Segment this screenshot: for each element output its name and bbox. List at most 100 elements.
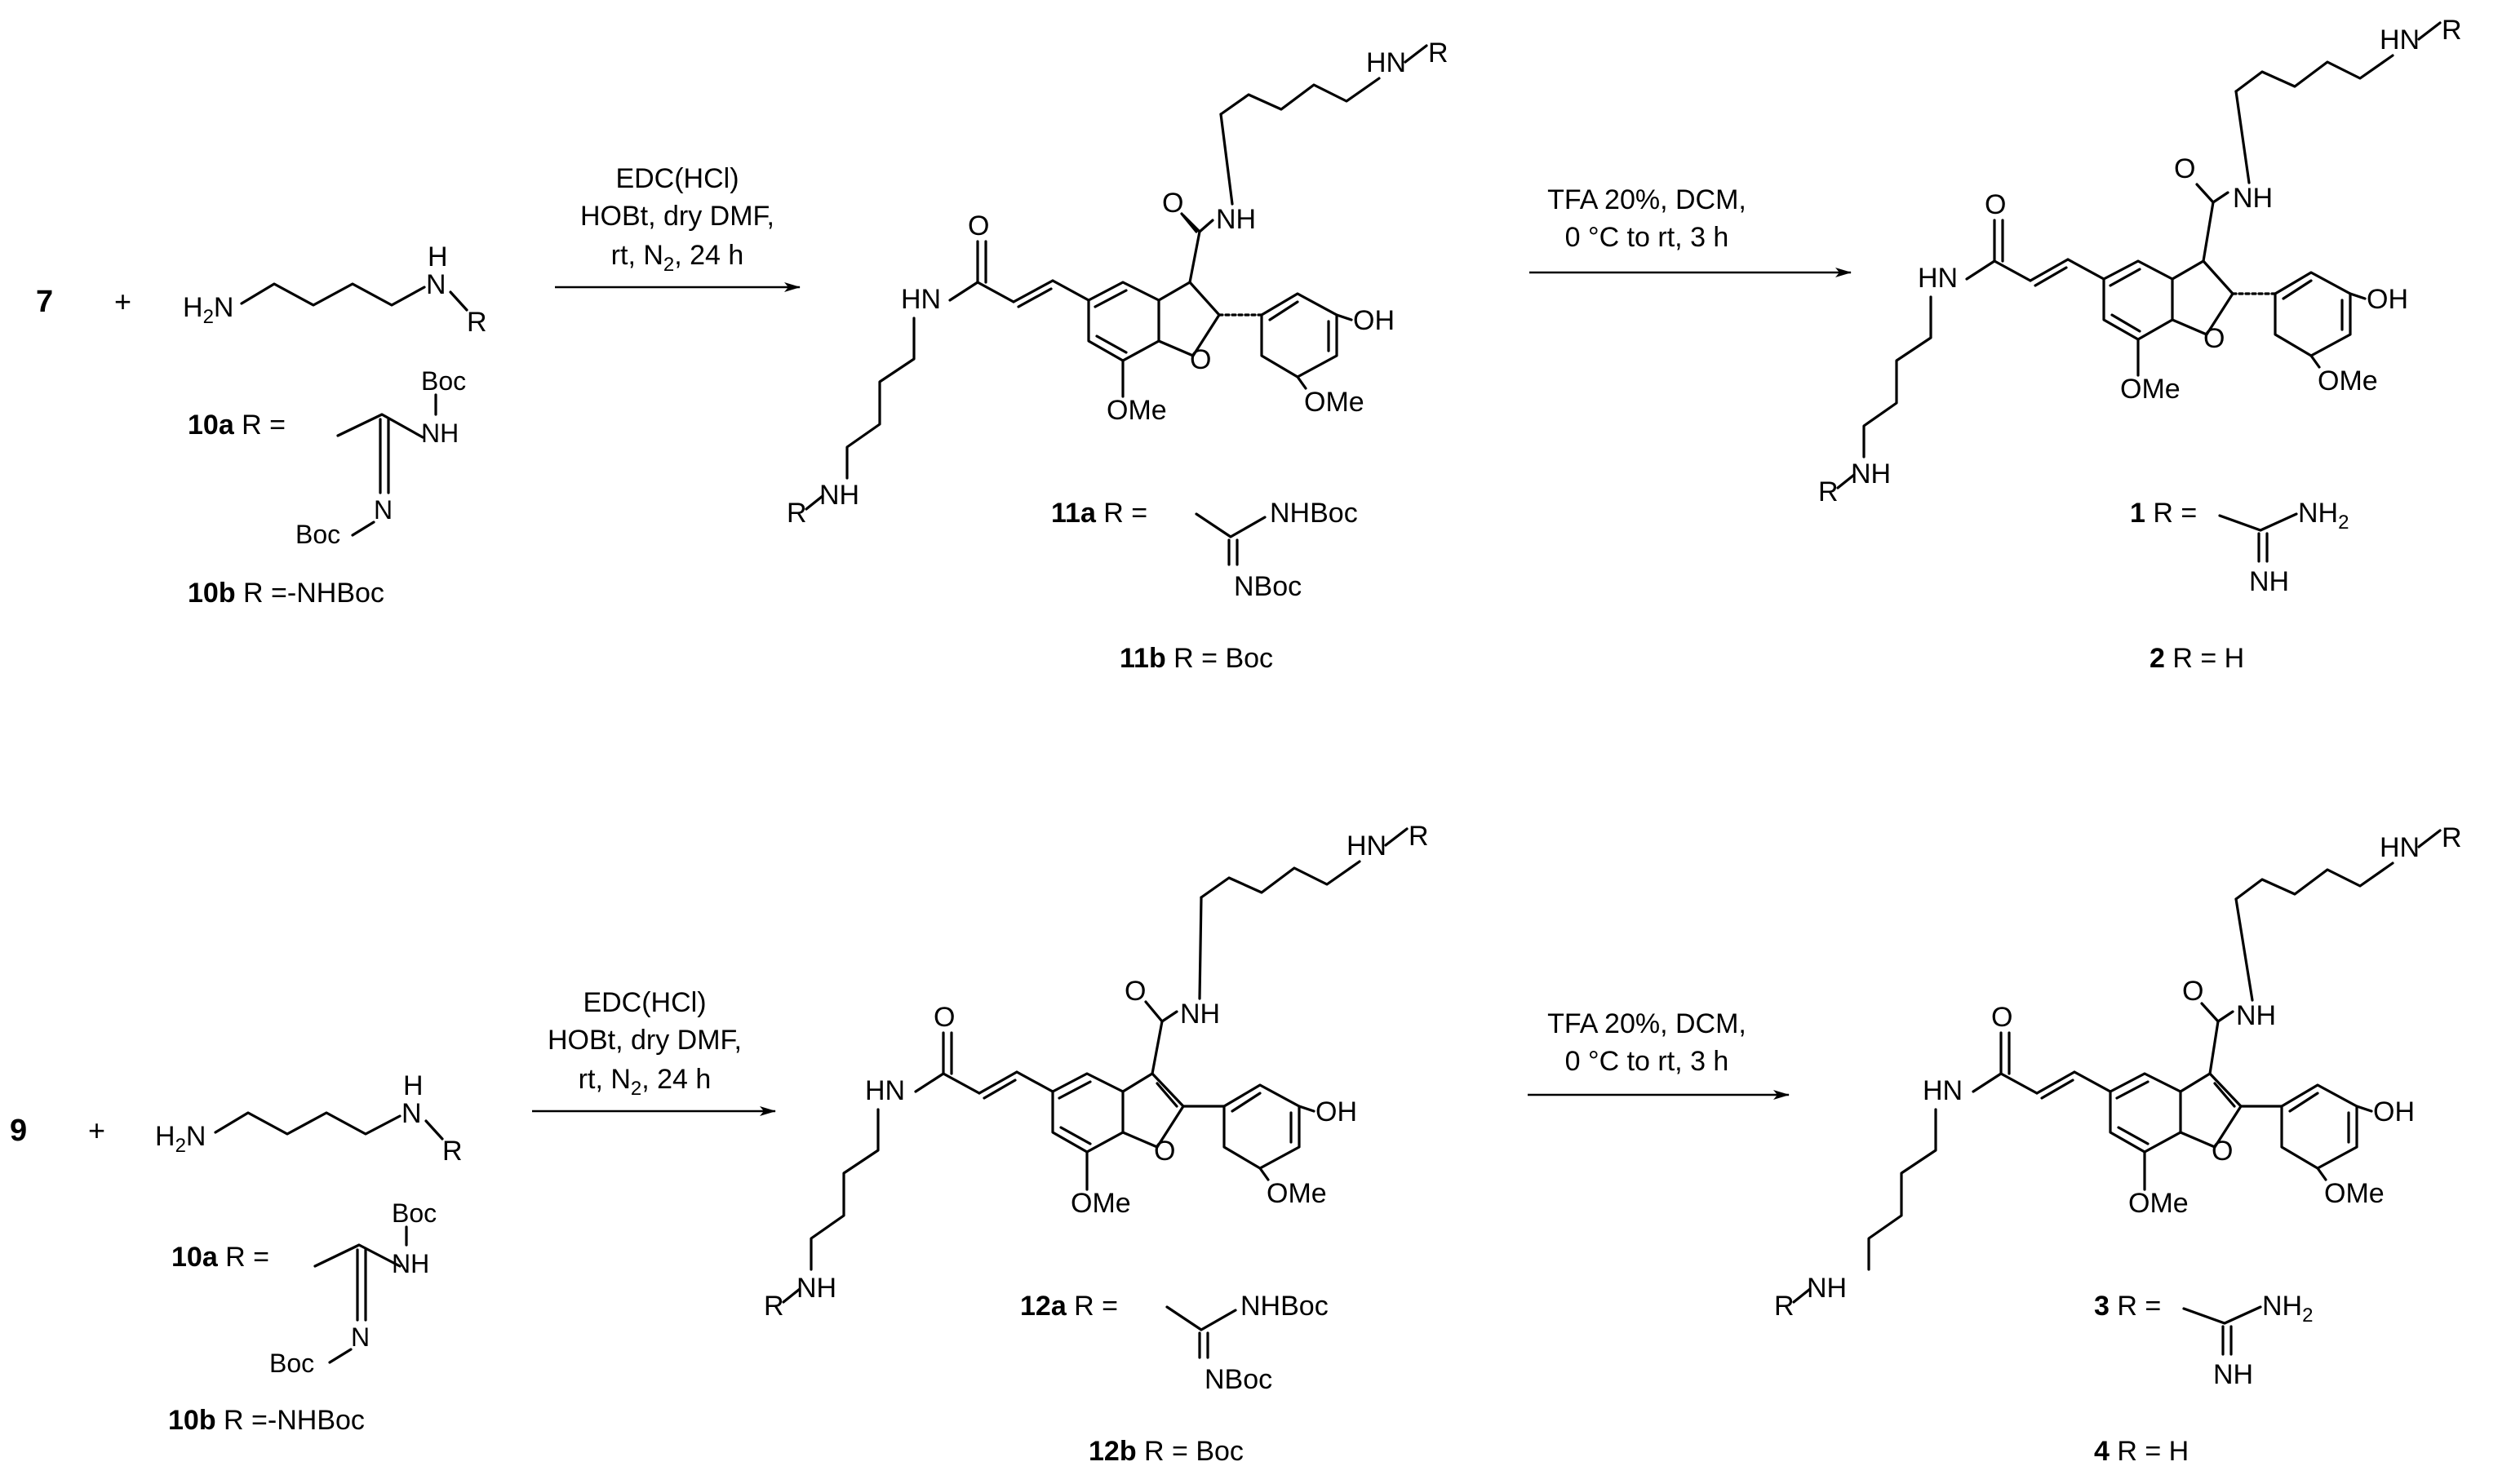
oh-bond [1335,313,1353,321]
top-r: R [1428,38,1449,69]
amidine-skeleton [313,1243,402,1268]
aryl-oh: OH [2373,1096,2415,1127]
r-group-12a: 12a R = NHBoc NBoc [1020,1291,1329,1395]
reactants-2: 9 + H2N H N R 10a R = Boc NH N Boc [10,1070,463,1436]
r-group-1: 1 R = NH2 NH [2130,498,2349,597]
amide-o-left: O [934,1002,955,1033]
label-1-nh: NH [2249,566,2289,597]
bottom-nh: NH [1851,458,1891,489]
furan-o: O [1154,1136,1175,1167]
label-boc-top: Boc [392,1198,437,1228]
amide-c-o-top [1180,212,1198,233]
r-group-11a: 11a R = NHBoc NBoc [1051,498,1358,602]
c3-amide-bond [1188,230,1201,284]
aryl-oh: OH [1315,1096,1357,1127]
amide-nh-top: NH [2233,183,2273,214]
amidine-1 [2218,512,2298,532]
bottom-r-bond [1792,1287,1812,1304]
furan-double [1156,1082,1178,1108]
amide-n-left-bond [948,281,979,302]
vinyl-3 [976,281,1015,303]
top-chain [1200,860,1361,899]
n-boc-bond [351,520,375,537]
product-1-2: HN R O NH O OMe OH OMe [1818,15,2462,507]
vinyl-2 [2035,1070,2076,1095]
aryl-ome: OMe [2324,1178,2385,1209]
label-12a-nhboc: NHBoc [1240,1291,1329,1322]
amide-hn-left: HN [1918,263,1958,294]
vinyl-2 [978,1070,1018,1095]
furan-o: O [2212,1136,2233,1167]
amide-n-left-bond [1972,1072,2003,1093]
vinyl-2b [2040,1079,2074,1100]
amidine-11a [1195,512,1267,538]
label-nh: NH [421,419,459,448]
amide-nh-top: NH [2236,1000,2276,1031]
aryl-oh: OH [2367,284,2408,315]
label-boc-bottom: Boc [295,520,340,549]
ring-inner-1 [2115,1080,2150,1100]
deprotection-line-2: 0 °C to rt, 3 h [1565,222,1729,253]
product-3-4: HN R O NH O OMe OH OMe [1774,822,2462,1322]
bottom-nh: NH [819,480,859,511]
furan-double [2213,1082,2236,1108]
label-4: 4 R = H [2094,1436,2189,1467]
vinyl-1 [1015,1070,1054,1093]
top-hn: HN [1347,831,1386,862]
top-n-r-bond [1404,44,1428,64]
label-11a-nhboc: NHBoc [1270,498,1358,529]
vinyl-2b [1017,287,1053,308]
label-10b: 10b R =-NHBoc [168,1405,365,1436]
top-chain [2234,862,2394,901]
aryl-ome-bond [2309,354,2321,369]
h2n-label: H2N [183,292,233,328]
plus-sign: + [88,1114,105,1147]
diamine-chain [240,282,426,307]
amide-hn-left: HN [901,284,941,315]
ring-inner-1 [2109,268,2141,287]
deprotection-line-2: 0 °C to rt, 3 h [1565,1046,1729,1077]
deprotection-step-2: TFA 20%, DCM, 0 °C to rt, 3 h [1528,1008,1790,1100]
amide-o-top: O [1162,188,1183,219]
r-group-10a: 10a R = Boc NH N Boc [171,1198,437,1378]
aryl-inner-1 [1231,1092,1262,1113]
label-10a: 10a R = [188,410,286,441]
aryl-ring [1260,292,1338,379]
oh-bond [1298,1105,1315,1113]
top-chain [2234,54,2394,93]
top-chain-to-nh [1198,896,1203,1000]
ring-ome: OMe [1071,1188,1131,1219]
deprotection-line-1: TFA 20%, DCM, [1547,184,1746,215]
reagent-line-3: rt, N2, 24 h [579,1064,712,1100]
diamine-chain [214,1111,402,1136]
label-1: 1 R = [2130,498,2197,529]
diamine-r: R [467,307,487,338]
reagent-line-2: HOBt, dry DMF, [548,1025,742,1056]
top-n-r-bond [2417,21,2442,41]
bottom-r-bond [1836,473,1856,489]
ring-inner-2 [2110,313,2141,333]
label-nh: NH [392,1249,429,1278]
vinyl-2 [1012,279,1054,303]
amide-o-left: O [1985,189,2006,220]
r-group-10a: 10a R = Boc NH N Boc [188,366,466,549]
h2n-label: H2N [155,1121,206,1157]
bottom-r: R [1774,1291,1795,1322]
amide-o-top: O [2182,976,2203,1007]
diamine-structure: H2N H N R [155,1070,463,1167]
scheme-1: 7 + H2N H N R 10a R = Boc NH N Boc [36,15,2462,674]
label-10a: 10a R = [171,1242,269,1273]
amide-o-top: O [1125,976,1146,1007]
bottom-nh: NH [796,1273,836,1304]
diamine-n-r-bond [449,290,468,312]
vinyl-3 [1999,1072,2039,1095]
label-11a-nboc: NBoc [1234,571,1302,602]
ring-inner-1 [1058,1080,1092,1100]
top-hn: HN [1366,47,1406,78]
aryl-ring [2274,271,2352,357]
reagent-line-2: HOBt, dry DMF, [580,201,774,232]
ring-ome: OMe [1107,395,1167,426]
c3-amide-bond [2208,1020,2220,1075]
label-boc-bottom: Boc [269,1349,314,1378]
